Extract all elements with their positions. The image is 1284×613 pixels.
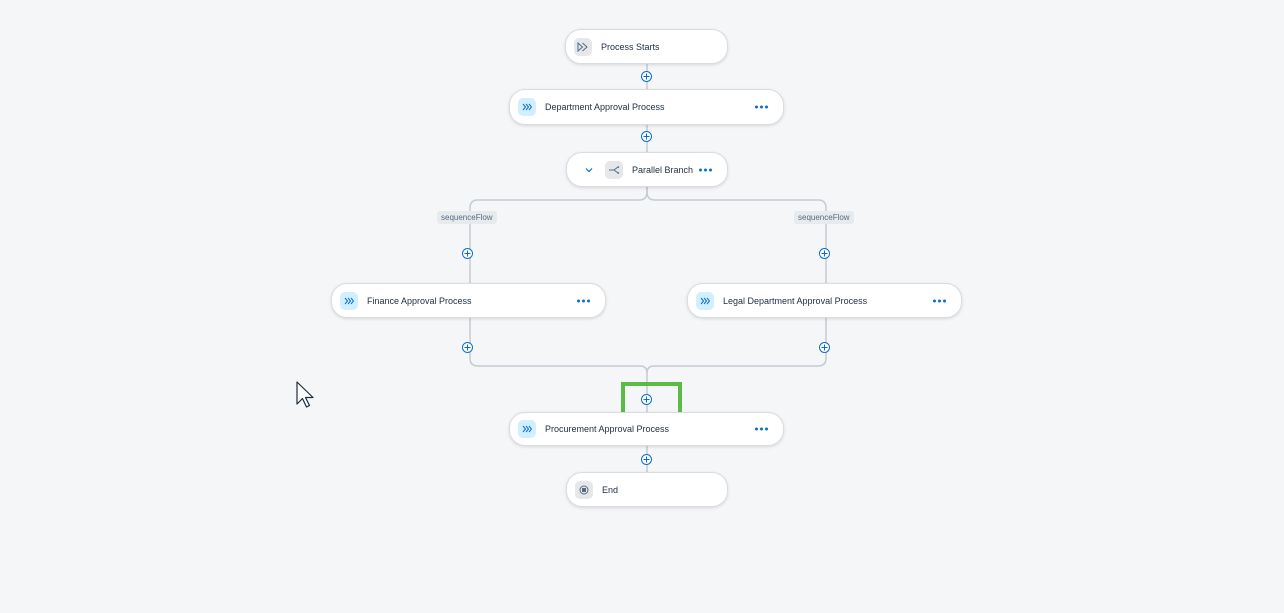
node-label: Parallel Branch [632,164,694,175]
end-event-node[interactable]: End [566,472,728,507]
plus-icon [643,73,650,80]
parallel-branch-node[interactable]: Parallel Branch [566,152,728,187]
more-options-icon[interactable] [932,296,947,305]
parallel-gateway-icon [605,160,623,179]
more-options-icon[interactable] [754,103,769,112]
add-step-button[interactable] [819,248,830,259]
node-label: Legal Department Approval Process [723,295,868,306]
add-step-button[interactable] [462,342,473,353]
add-step-button[interactable] [462,248,473,259]
chevron-down-icon[interactable] [583,164,595,176]
procurement-approval-node[interactable]: Procurement Approval Process [509,412,784,446]
node-label: Process Starts [601,41,660,52]
start-event-icon [574,37,592,56]
end-event-icon [575,480,593,499]
sequence-flow-label: sequenceFlow [794,211,854,224]
approval-task-icon [518,98,536,116]
add-step-button[interactable] [641,394,652,405]
plus-icon [821,344,828,351]
node-label: Finance Approval Process [367,295,472,306]
node-label: Procurement Approval Process [545,424,670,434]
department-approval-node[interactable]: Department Approval Process [509,89,784,125]
add-step-button[interactable] [641,454,652,465]
legal-approval-node[interactable]: Legal Department Approval Process [687,283,962,318]
plus-icon [643,456,650,463]
finance-approval-node[interactable]: Finance Approval Process [331,283,606,318]
add-step-button[interactable] [641,71,652,82]
add-step-button[interactable] [641,131,652,142]
more-options-icon[interactable] [698,165,713,174]
plus-icon [464,250,471,257]
approval-task-icon [340,291,358,310]
sequence-flow-label: sequenceFlow [437,211,497,224]
node-label: Department Approval Process [545,102,665,112]
plus-icon [643,133,650,140]
start-event-node[interactable]: Process Starts [565,29,728,64]
approval-task-icon [518,420,536,438]
mouse-cursor-icon [296,381,314,408]
plus-icon [643,396,650,403]
approval-task-icon [696,291,714,310]
more-options-icon[interactable] [576,296,591,305]
more-options-icon[interactable] [754,425,769,434]
plus-icon [821,250,828,257]
plus-icon [464,344,471,351]
node-label: End [602,484,619,495]
add-step-button[interactable] [819,342,830,353]
